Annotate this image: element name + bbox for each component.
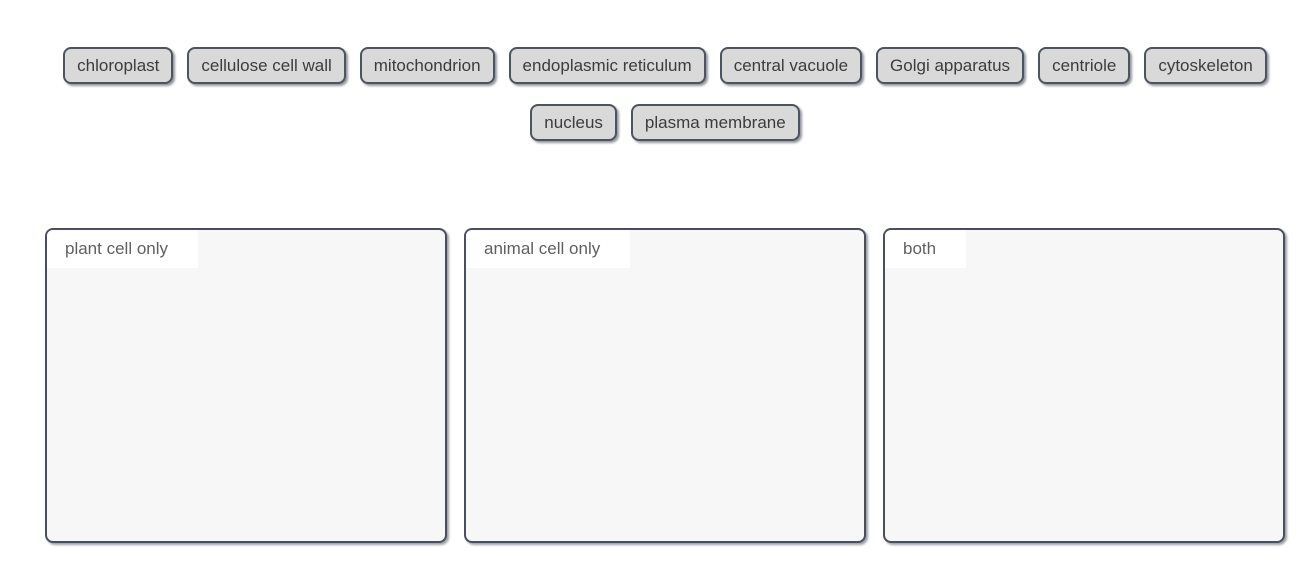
dropzone-both[interactable]: both — [883, 228, 1285, 543]
chip-endoplasmic-reticulum[interactable]: endoplasmic reticulum — [508, 47, 706, 84]
sorting-activity: chloroplast cellulose cell wall mitochon… — [45, 0, 1285, 543]
chip-cellulose-cell-wall[interactable]: cellulose cell wall — [187, 47, 346, 84]
dropzone-animal-cell-only-label: animal cell only — [466, 230, 631, 268]
dropzone-animal-cell-only[interactable]: animal cell only — [464, 228, 866, 543]
chip-centriole[interactable]: centriole — [1038, 47, 1131, 84]
chip-plasma-membrane[interactable]: plasma membrane — [630, 104, 800, 141]
drop-zones: plant cell only animal cell only both — [45, 228, 1285, 543]
chip-central-vacuole[interactable]: central vacuole — [719, 47, 863, 84]
dropzone-both-label: both — [885, 230, 967, 268]
chip-chloroplast[interactable]: chloroplast — [63, 47, 174, 84]
chip-mitochondrion[interactable]: mitochondrion — [359, 47, 495, 84]
dropzone-plant-cell-only-label: plant cell only — [47, 230, 199, 268]
chip-row-1: chloroplast cellulose cell wall mitochon… — [45, 47, 1285, 84]
chip-row-2: nucleus plasma membrane — [45, 104, 1285, 141]
chip-nucleus[interactable]: nucleus — [530, 104, 617, 141]
chip-golgi-apparatus[interactable]: Golgi apparatus — [876, 47, 1025, 84]
chip-cytoskeleton[interactable]: cytoskeleton — [1144, 47, 1267, 84]
dropzone-plant-cell-only[interactable]: plant cell only — [45, 228, 447, 543]
